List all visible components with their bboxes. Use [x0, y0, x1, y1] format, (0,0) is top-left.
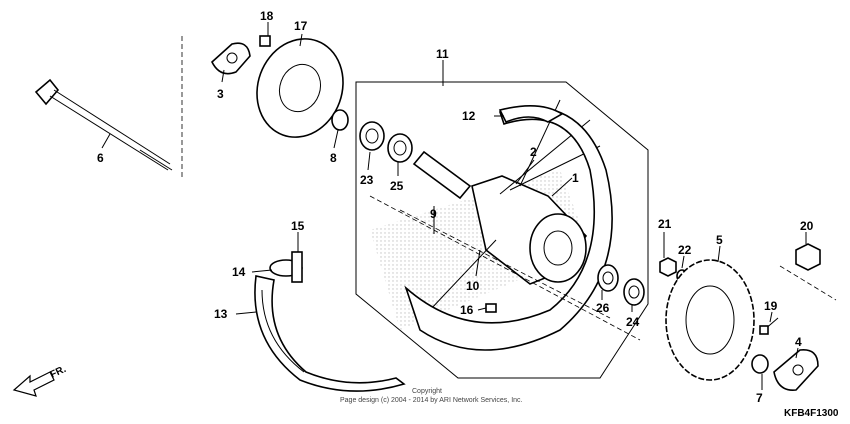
callout-2: 2: [530, 145, 537, 159]
guide-line: [779, 265, 837, 301]
brake-disc: [256, 38, 344, 138]
callout-20: 20: [800, 219, 814, 233]
callout-25: 25: [390, 179, 404, 193]
callout-26: 26: [596, 301, 610, 315]
callout-16: 16: [460, 303, 474, 317]
disc-bolt: [259, 35, 271, 47]
callout-21: 21: [658, 217, 672, 231]
leader-lines: [101, 22, 807, 390]
callout-24: 24: [626, 315, 640, 329]
bearing-25: [387, 133, 413, 163]
callout-13: 13: [214, 307, 228, 321]
adjuster-bolt: [759, 317, 779, 335]
side-collar: [331, 109, 349, 131]
sprocket-nut: [659, 257, 677, 277]
callout-8: 8: [330, 151, 337, 165]
rim-lock: [485, 303, 497, 313]
callout-12: 12: [462, 109, 476, 123]
chain-adjuster-left: [211, 42, 251, 75]
adjuster-collar: [751, 354, 769, 374]
callout-11: 11: [436, 47, 449, 61]
guide-line: [399, 209, 611, 319]
rear-axle: [34, 78, 173, 171]
callout-15: 15: [291, 219, 305, 233]
callout-6: 6: [97, 151, 104, 165]
guide-line: [369, 195, 641, 341]
callout-22: 22: [678, 243, 692, 257]
rim: [404, 106, 613, 351]
bearing-26: [597, 264, 619, 292]
driven-sprocket: [665, 259, 755, 381]
callout-4: 4: [795, 335, 802, 349]
wheel-assembly-outline: [355, 81, 649, 379]
callout-14: 14: [232, 265, 246, 279]
callout-9: 9: [430, 207, 437, 221]
callout-5: 5: [716, 233, 723, 247]
distance-collar: [412, 150, 472, 200]
rim-band: [498, 105, 564, 124]
direction-label: FR.: [49, 364, 68, 381]
callout-7: 7: [756, 391, 763, 405]
bearing-24: [623, 278, 645, 306]
callout-3: 3: [217, 87, 224, 101]
callout-10: 10: [466, 279, 480, 293]
front-direction-arrow: FR.: [12, 364, 68, 397]
copyright-line-2: Page design (c) 2004 - 2014 by ARI Netwo…: [340, 397, 523, 404]
wheel-hub: [471, 175, 588, 285]
copyright-line-1: Copyright: [412, 388, 442, 395]
tire: [254, 275, 406, 392]
callout-23: 23: [360, 173, 374, 187]
diagram-code: KFB4F1300: [784, 408, 839, 419]
callout-17: 17: [294, 19, 308, 33]
callout-19: 19: [764, 299, 778, 313]
tube-protector: [291, 251, 303, 283]
callout-1: 1: [572, 171, 579, 185]
chain-adjuster-right: [773, 349, 819, 391]
axle-nut: [795, 243, 821, 271]
bearing-23: [359, 121, 385, 151]
callout-18: 18: [260, 9, 274, 23]
